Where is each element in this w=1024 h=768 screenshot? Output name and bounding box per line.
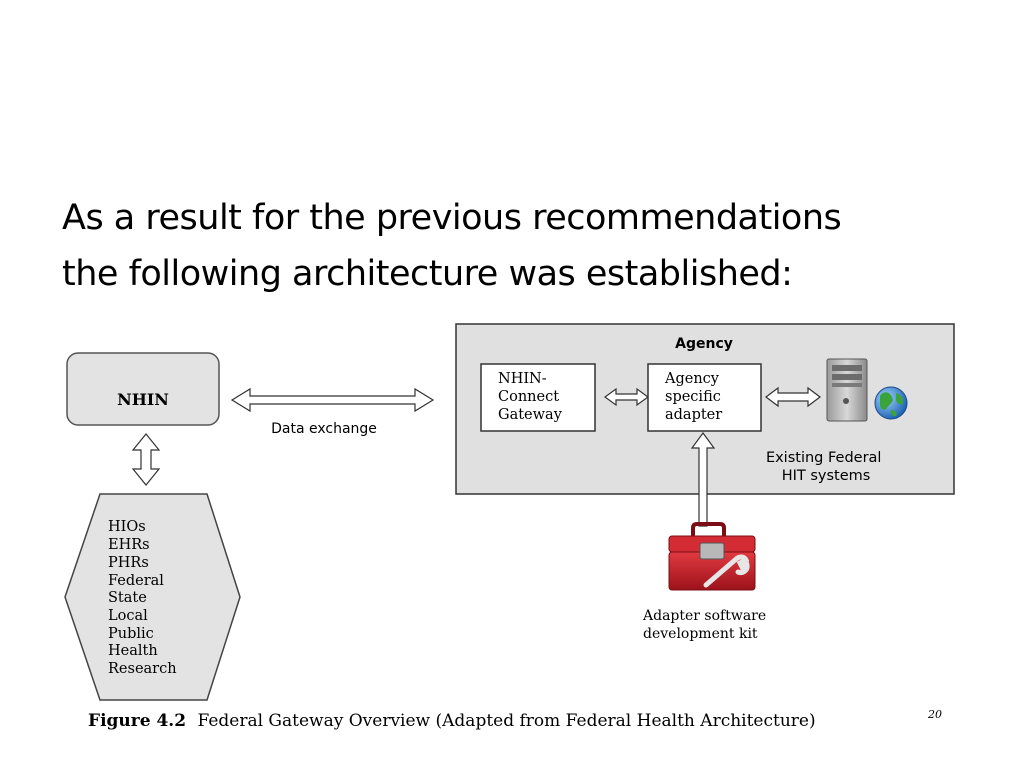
- hex-item: EHRs: [108, 537, 150, 553]
- data-exchange-label: Data exchange: [271, 421, 377, 437]
- nhin-hexagon-arrow: [131, 433, 161, 486]
- agency-adapter-box: Agency specific adapter: [647, 363, 762, 432]
- adapter-line: Agency: [664, 371, 720, 387]
- hex-item: HIOs: [108, 519, 146, 535]
- svg-text:Agency specific ad: Agency specific adapter: [664, 371, 725, 423]
- data-exchange-arrow: [230, 387, 435, 413]
- figure-label: Figure 4.2: [88, 711, 186, 731]
- adapter-line: adapter: [665, 407, 722, 423]
- hex-item: PHRs: [108, 555, 149, 571]
- hex-item: Local: [108, 608, 148, 624]
- slide-text-line-1: As a result for the previous recommendat…: [62, 198, 842, 238]
- adapter-server-arrow: [765, 386, 821, 408]
- svg-text:NHIN- Connect Gate: NHIN- Connect Gateway: [498, 371, 564, 423]
- hex-item: Research: [108, 661, 177, 677]
- hex-item: Federal: [108, 573, 164, 589]
- slide-text-line-2: the following architecture was establish…: [62, 254, 793, 294]
- hex-item: Public: [108, 626, 154, 642]
- agency-label: Agency: [675, 336, 733, 352]
- gateway-line: Connect: [498, 389, 559, 405]
- figure-caption-text: Federal Gateway Overview (Adapted from F…: [197, 711, 815, 731]
- gateway-line: NHIN-: [498, 371, 547, 387]
- existing-systems-label: Existing Federal HIT systems: [766, 450, 886, 484]
- hex-item: State: [108, 590, 147, 606]
- figure-superscript: 20: [927, 708, 942, 721]
- sdk-label: Adapter software development kit: [642, 608, 771, 642]
- slide-body-text: As a result for the previous recommendat…: [62, 190, 962, 302]
- adapter-line: specific: [665, 389, 721, 405]
- svg-text:HIOs EHRs PHRs: HIOs EHRs PHRs Federal State Local Publi…: [108, 519, 177, 677]
- stakeholders-hexagon: HIOs EHRs PHRs Federal State Local Publi…: [64, 493, 241, 701]
- toolbox-icon: [668, 522, 756, 591]
- nhin-box: NHIN: [66, 352, 220, 426]
- nhin-connect-gateway-box: NHIN- Connect Gateway: [480, 363, 596, 432]
- nhin-label: NHIN: [117, 390, 169, 409]
- figure-caption: Figure 4.2 Federal Gateway Overview (Ada…: [88, 711, 816, 731]
- hex-item: Health: [108, 643, 158, 659]
- server-globe-icon: [826, 358, 908, 422]
- gateway-line: Gateway: [498, 407, 563, 423]
